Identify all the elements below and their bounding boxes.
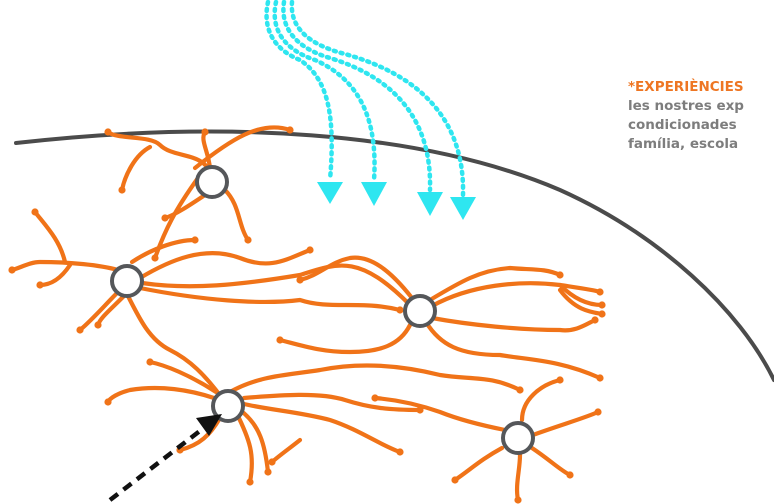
dendrite-tip xyxy=(31,208,39,216)
input-arrowheads xyxy=(317,182,476,220)
dendrite-tip xyxy=(296,276,304,284)
dendrite-tip xyxy=(396,306,404,314)
dendrite-tip xyxy=(76,326,84,334)
dendrite-tip xyxy=(191,236,199,244)
dendrite-tip xyxy=(118,186,126,194)
dendrite-tip xyxy=(556,271,564,279)
dendrite-tip xyxy=(104,398,112,406)
caption-title: *EXPERIÈNCIES xyxy=(628,79,744,95)
neuron-soma xyxy=(403,294,437,328)
dendrite-tip xyxy=(161,214,169,222)
dendrite-tip xyxy=(268,458,276,466)
neuron-soma xyxy=(110,264,144,298)
dendrite-tip xyxy=(276,336,284,344)
dendrite-tip xyxy=(286,126,294,134)
caption-line: família, escola xyxy=(628,136,739,152)
dendrite-tip xyxy=(594,408,602,416)
dendrite-tip xyxy=(36,281,44,289)
neuron-soma xyxy=(195,165,229,199)
dendrite-tips xyxy=(8,126,606,504)
dendrite-tip xyxy=(146,358,154,366)
dendrite-tip xyxy=(264,468,272,476)
dendrite-tip xyxy=(516,386,524,394)
dendrite-tip xyxy=(246,478,254,486)
dendrite-tip xyxy=(416,406,424,414)
dendrite-tip xyxy=(566,471,574,479)
dendrite-tip xyxy=(201,128,209,136)
dendrite-tip xyxy=(556,376,564,384)
caption: *EXPERIÈNCIES les nostres exp condiciona… xyxy=(628,78,774,154)
neuron-soma xyxy=(501,421,535,455)
dendrite-tip xyxy=(8,266,16,274)
dendrite-tip xyxy=(151,254,159,262)
dendrite-tip xyxy=(94,321,102,329)
caption-line: condicionades xyxy=(628,117,737,133)
dendrite-tip xyxy=(306,246,314,254)
dendrite-tip xyxy=(371,394,379,402)
boundary-curve xyxy=(14,129,774,382)
dendrite-tip xyxy=(244,236,252,244)
dendrite-tip xyxy=(598,301,606,309)
dendrite-tip xyxy=(104,128,112,136)
dendrite-tip xyxy=(596,288,604,296)
dendrite-tip xyxy=(451,476,459,484)
dendrite-tip xyxy=(514,496,522,504)
caption-line: les nostres exp xyxy=(628,98,744,114)
pointer-arrow-icon xyxy=(108,414,222,502)
input-arrows-icon xyxy=(264,0,466,198)
dendrite-tip xyxy=(596,374,604,382)
neuron-soma xyxy=(211,389,245,423)
dendrite-tip xyxy=(396,448,404,456)
dendrite-tip xyxy=(591,316,599,324)
dendrite-tip xyxy=(598,310,606,318)
